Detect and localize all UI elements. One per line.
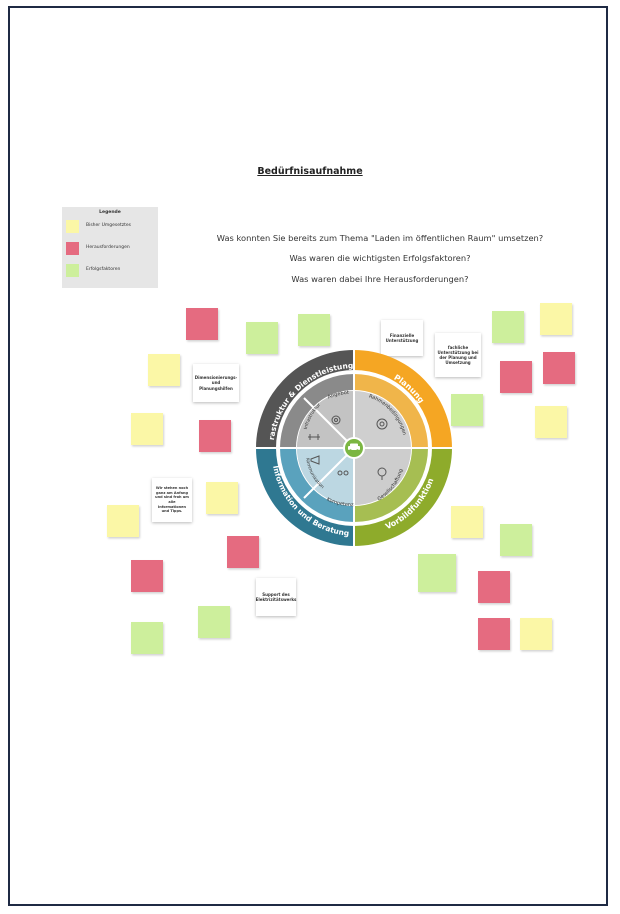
note-text: Dimensionierungs- und Planungshilfen: [194, 375, 238, 391]
note-support[interactable]: Support des Elektrizitätswerks: [256, 578, 296, 616]
sticky-note-yellow[interactable]: [451, 506, 483, 538]
sticky-note-red[interactable]: [500, 361, 532, 393]
sticky-note-green[interactable]: [451, 394, 483, 426]
sticky-note-red[interactable]: [478, 571, 510, 603]
note-text: Finanzielle Unterstützung: [385, 332, 419, 343]
wheel-diagram: Infrastruktur & Dienstleistungen Planung…: [251, 350, 452, 546]
label-kompetenz: Kompetenz: [325, 497, 354, 509]
sticky-note-green[interactable]: [131, 622, 163, 654]
sticky-note-green[interactable]: [246, 322, 278, 354]
sticky-note-red[interactable]: [186, 308, 218, 340]
note-finance[interactable]: Finanzielle Unterstützung: [381, 320, 423, 356]
quadrant-planung: [354, 350, 452, 448]
sticky-note-red[interactable]: [543, 352, 575, 384]
sticky-note-green[interactable]: [492, 311, 524, 343]
road-icon: [308, 434, 320, 440]
sticky-note-yellow[interactable]: [520, 618, 552, 650]
sticky-note-yellow[interactable]: [107, 505, 139, 537]
quadrant-information: [256, 448, 354, 546]
car-icon: [348, 443, 360, 452]
sticky-note-yellow[interactable]: [148, 354, 180, 386]
sticky-note-green[interactable]: [198, 606, 230, 638]
label-angebot: Angebot: [327, 390, 349, 401]
megaphone-icon: [310, 455, 320, 465]
page-title: Bedürfnisaufnahme: [257, 166, 363, 177]
legend-item-success: Erfolgsfaktoren: [66, 264, 156, 277]
sticky-note-red[interactable]: [478, 618, 510, 650]
sticky-note-yellow[interactable]: [535, 406, 567, 438]
sticky-note-green[interactable]: [500, 524, 532, 556]
sticky-note-green[interactable]: [418, 554, 456, 592]
legend-item-implemented: Bisher Umgesetztes: [66, 220, 156, 233]
sticky-note-green[interactable]: [298, 314, 330, 346]
legend-item-challenges: Herausforderungen: [66, 242, 156, 255]
legend-label: Bisher Umgesetztes: [86, 223, 132, 228]
gear-icon: [331, 415, 341, 425]
legend-label: Herausforderungen: [86, 245, 130, 250]
quadrant-vorbild: [354, 448, 452, 546]
note-text: Support des Elektrizitätswerks: [255, 591, 297, 602]
note-dimension[interactable]: Dimensionierungs- und Planungshilfen: [193, 364, 239, 402]
people-icon: [337, 470, 349, 476]
legend-swatch-green: [66, 264, 79, 277]
legend-title: Legende: [99, 210, 121, 215]
note-text: Wir stehen noch ganz am Anfang und sind …: [155, 486, 189, 514]
question-1: Was konnten Sie bereits zum Thema "Laden…: [216, 233, 544, 243]
note-text: fachliche Unterstützung bei der Planung …: [437, 344, 479, 366]
note-start[interactable]: Wir stehen noch ganz am Anfang und sind …: [152, 478, 192, 522]
question-2: Was waren die wichtigsten Erfolgsfaktore…: [289, 253, 471, 263]
tree-icon: [377, 467, 387, 480]
note-technical[interactable]: fachliche Unterstützung bei der Planung …: [435, 333, 481, 377]
sticky-note-yellow[interactable]: [131, 413, 163, 445]
sticky-note-red[interactable]: [131, 560, 163, 592]
sticky-note-red[interactable]: [199, 420, 231, 452]
legend-swatch-red: [66, 242, 79, 255]
question-3: Was waren dabei Ihre Herausforderungen?: [291, 274, 469, 284]
legend-swatch-yellow: [66, 220, 79, 233]
quadrant-infrastruktur: [256, 350, 354, 448]
legend: Legende Bisher Umgesetztes Herausforderu…: [62, 207, 158, 288]
legend-label: Erfolgsfaktoren: [86, 267, 121, 272]
sticky-note-yellow[interactable]: [540, 303, 572, 335]
sticky-note-red[interactable]: [227, 536, 259, 568]
sticky-note-yellow[interactable]: [206, 482, 238, 514]
network-icon: [376, 418, 388, 430]
